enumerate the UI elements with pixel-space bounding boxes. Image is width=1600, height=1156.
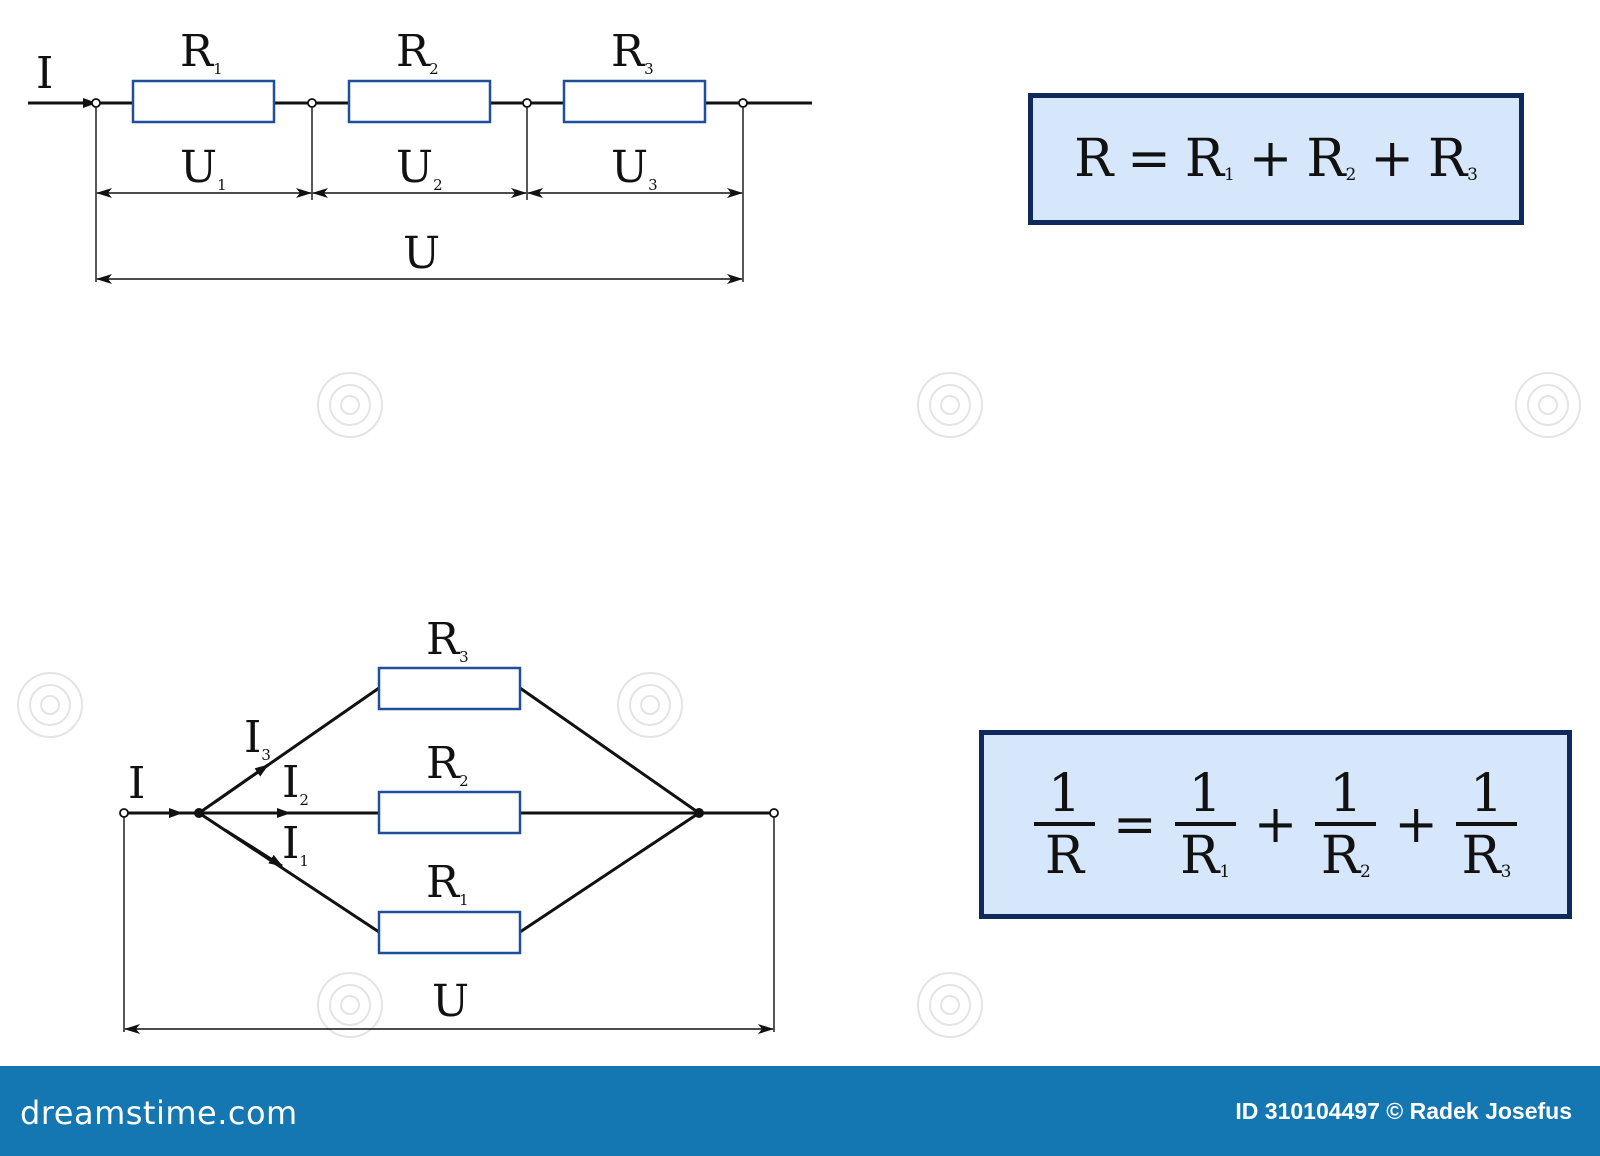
formula-equals: = (1113, 794, 1157, 855)
formula-plus: + (1253, 794, 1298, 855)
formula-plus: + (1370, 129, 1414, 189)
parallel-node (769, 808, 779, 818)
parallel-merge-wire-bottom (519, 811, 700, 934)
formula-equals: = (1127, 129, 1171, 189)
series-circuit: I R1 R2 R3 U1 U2 U3 U (28, 26, 812, 284)
series-resistor-label: R3 (611, 26, 654, 78)
circuit-diagram: I R1 R2 R3 U1 U2 U3 U I (17, 26, 1581, 1038)
series-node (522, 98, 532, 108)
parallel-circuit: I R3 R2 R1 I3 I2 I1 U (119, 614, 779, 1034)
parallel-total-voltage-label: U (432, 976, 469, 1027)
parallel-junction (694, 808, 704, 818)
parallel-formula: 1 R = 1 R1 + 1 R2 + 1 R3 (1030, 768, 1521, 882)
parallel-merge-wire-top (519, 686, 700, 815)
formula-fraction: 1 R2 (1315, 768, 1377, 882)
formula-term: R2 (1306, 129, 1357, 189)
formula-plus: + (1248, 129, 1293, 189)
parallel-junction (194, 808, 204, 818)
formula-term: R1 (1184, 129, 1235, 189)
series-voltage-label: U1 (180, 142, 227, 194)
parallel-node (119, 808, 129, 818)
parallel-branch-current-label: I1 (282, 818, 309, 870)
parallel-resistor-r1 (377, 910, 522, 955)
series-resistor-label: R2 (396, 26, 439, 78)
series-formula-box: R = R1 + R2 + R3 (1028, 93, 1524, 225)
series-resistor-label: R1 (180, 26, 223, 78)
formula-fraction: 1 R (1033, 768, 1096, 882)
parallel-resistor-r3 (377, 666, 522, 711)
parallel-resistor-r2 (377, 790, 522, 835)
series-voltage-label: U3 (611, 142, 658, 194)
parallel-branch-current-label: I2 (282, 757, 309, 809)
parallel-resistor-label: R3 (426, 614, 469, 666)
formula-fraction: 1 R3 (1455, 768, 1518, 882)
series-voltage-label: U2 (396, 142, 443, 194)
parallel-resistor-label: R1 (426, 857, 469, 909)
series-resistor-r1 (131, 79, 276, 124)
formula-term: R3 (1427, 129, 1478, 189)
series-resistor-r3 (562, 79, 707, 124)
parallel-branch-current-label: I3 (244, 712, 271, 764)
formula-plus: + (1394, 794, 1438, 855)
parallel-formula-box: 1 R = 1 R1 + 1 R2 + 1 R3 (979, 730, 1572, 919)
parallel-resistor-label: R2 (426, 738, 469, 790)
brand-logo: dreamstime.com (20, 1094, 298, 1132)
image-credit: ID 310104497 © Radek Josefus (1235, 1098, 1572, 1124)
parallel-current-label: I (128, 758, 145, 809)
series-node (738, 98, 748, 108)
formula-fraction: 1 R1 (1174, 768, 1236, 882)
series-current-label: I (36, 48, 53, 99)
watermark-swirls (17, 372, 1581, 1038)
series-node (91, 98, 101, 108)
series-resistor-r2 (347, 79, 492, 124)
parallel-branch-arrow-i3 (214, 763, 269, 804)
parallel-branch-arrow-i1 (224, 828, 283, 868)
series-total-voltage-label: U (403, 228, 440, 279)
footer-bar: dreamstime.com ID 310104497 © Radek Jose… (0, 1066, 1600, 1156)
series-formula: R = R1 + R2 + R3 (1074, 129, 1478, 189)
series-node (307, 98, 317, 108)
formula-lhs: R (1074, 129, 1114, 189)
